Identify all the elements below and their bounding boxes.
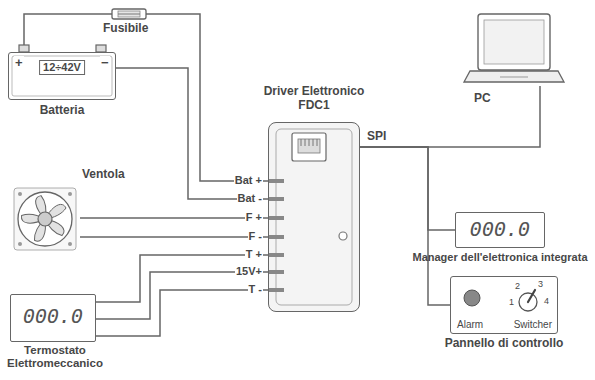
laptop-illustration — [464, 14, 564, 82]
switch-position: 4 — [543, 296, 550, 306]
wire — [360, 86, 540, 147]
part-name: Manager dell'elettronica integrata — [406, 251, 594, 264]
panel-controls — [464, 290, 537, 311]
switch-position: 1 — [508, 297, 515, 307]
voltage-label: 12÷42V — [39, 60, 85, 75]
wire — [96, 272, 268, 319]
wire — [96, 290, 268, 336]
driver-box: Driver Elettronico FDC1 — [268, 122, 360, 312]
display-digits: 000.0 — [456, 218, 544, 241]
wire — [116, 68, 268, 199]
manager-display: 000.0Manager dell'elettronica integrata — [455, 212, 545, 248]
indicator-label: Alarm — [457, 319, 483, 331]
fuse-symbol — [112, 9, 146, 19]
wire — [24, 14, 268, 181]
terminal-sign: − — [100, 56, 110, 71]
terminal-sign: + — [14, 56, 24, 71]
pin-name: T - — [248, 283, 263, 296]
signal-name: SPI — [366, 130, 387, 144]
part-name: Pannello di controllo — [427, 337, 581, 351]
pin-name: Bat + — [234, 174, 263, 187]
wire — [80, 236, 268, 238]
wire — [360, 147, 450, 305]
pc-laptop: PC — [462, 12, 564, 86]
part-name: PC — [474, 92, 491, 106]
driver-illustration — [268, 122, 360, 312]
pin-name: 15V+ — [235, 265, 263, 278]
switch-position: 3 — [537, 279, 544, 289]
part-name: Fusibile — [102, 22, 149, 36]
fan-box: Ventola — [10, 184, 80, 254]
display-digits: 000.0 — [11, 305, 95, 328]
fan-illustration — [14, 188, 76, 250]
switch-label: Switcher — [514, 319, 552, 331]
part-name: Termostato Elettromeccanico — [3, 344, 107, 370]
wire — [96, 255, 268, 302]
thermostat-display: 000.0Termostato Elettromeccanico — [10, 294, 96, 342]
wire — [80, 217, 268, 219]
pin-name: F + — [245, 211, 263, 224]
part-name: Ventola — [82, 168, 125, 182]
pin-name: Bat - — [237, 192, 263, 205]
pin-name: F - — [248, 230, 263, 243]
part-name: Driver Elettronico FDC1 — [253, 85, 375, 113]
switch-position: 2 — [514, 281, 521, 291]
part-name: Batteria — [0, 104, 135, 118]
wire — [360, 147, 455, 230]
pin-name: T + — [245, 248, 263, 261]
